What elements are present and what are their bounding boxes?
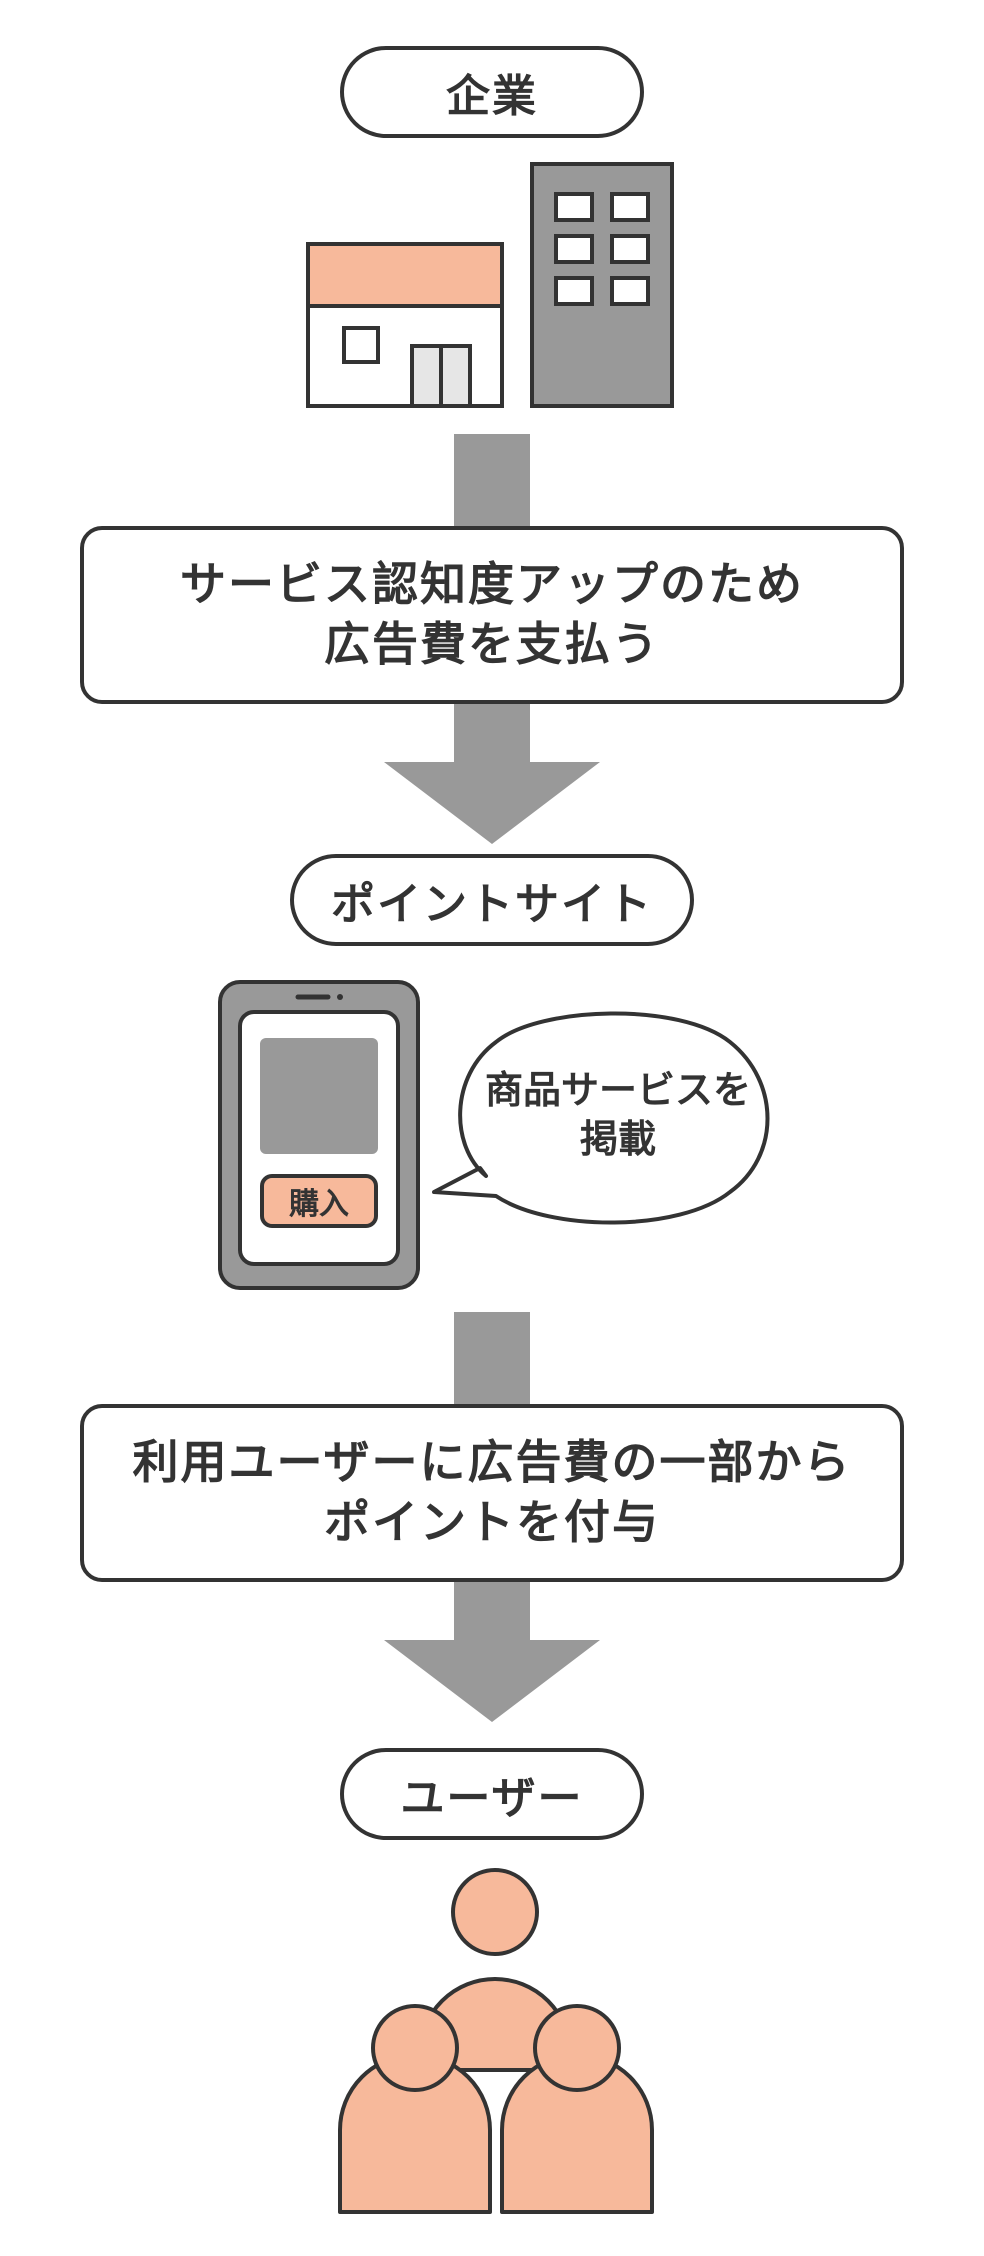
grant-step-line2: ポイントを付与 bbox=[324, 1495, 660, 1549]
point-site-label: ポイントサイト bbox=[290, 854, 694, 946]
house-window bbox=[342, 326, 380, 364]
down-arrow-2 bbox=[384, 1582, 600, 1722]
connector-stem-1 bbox=[454, 434, 530, 530]
pay-step-box: サービス認知度アップのため 広告費を支払う bbox=[80, 526, 904, 704]
bubble-line1: 商品サービスを bbox=[484, 1067, 751, 1112]
bubble-line2: 掲載 bbox=[579, 1117, 656, 1161]
buy-button-label: 購入 bbox=[289, 1187, 349, 1222]
speech-bubble bbox=[432, 1011, 770, 1225]
pay-step-line2: 広告費を支払う bbox=[324, 617, 660, 671]
pay-step-line1: サービス認知度アップのため bbox=[180, 557, 804, 612]
buy-button bbox=[260, 1174, 378, 1228]
user-label: ユーザー bbox=[340, 1748, 644, 1840]
bubble-text: 商品サービスを 掲載 bbox=[470, 1040, 766, 1190]
grant-step-line1: 利用ユーザーに広告費の一部から bbox=[132, 1435, 852, 1490]
building-icon bbox=[306, 162, 674, 408]
house-body bbox=[306, 304, 504, 408]
users-icon bbox=[338, 1868, 654, 2214]
grant-step-box: 利用ユーザーに広告費の一部から ポイントを付与 bbox=[80, 1404, 904, 1582]
house-roof bbox=[306, 242, 504, 308]
down-arrow-1 bbox=[384, 704, 600, 844]
tower-body bbox=[530, 162, 674, 408]
smartphone-icon bbox=[218, 980, 420, 1290]
phone-screen-image bbox=[260, 1038, 378, 1154]
connector-stem-2 bbox=[454, 1312, 530, 1408]
company-label: 企業 bbox=[340, 46, 644, 138]
